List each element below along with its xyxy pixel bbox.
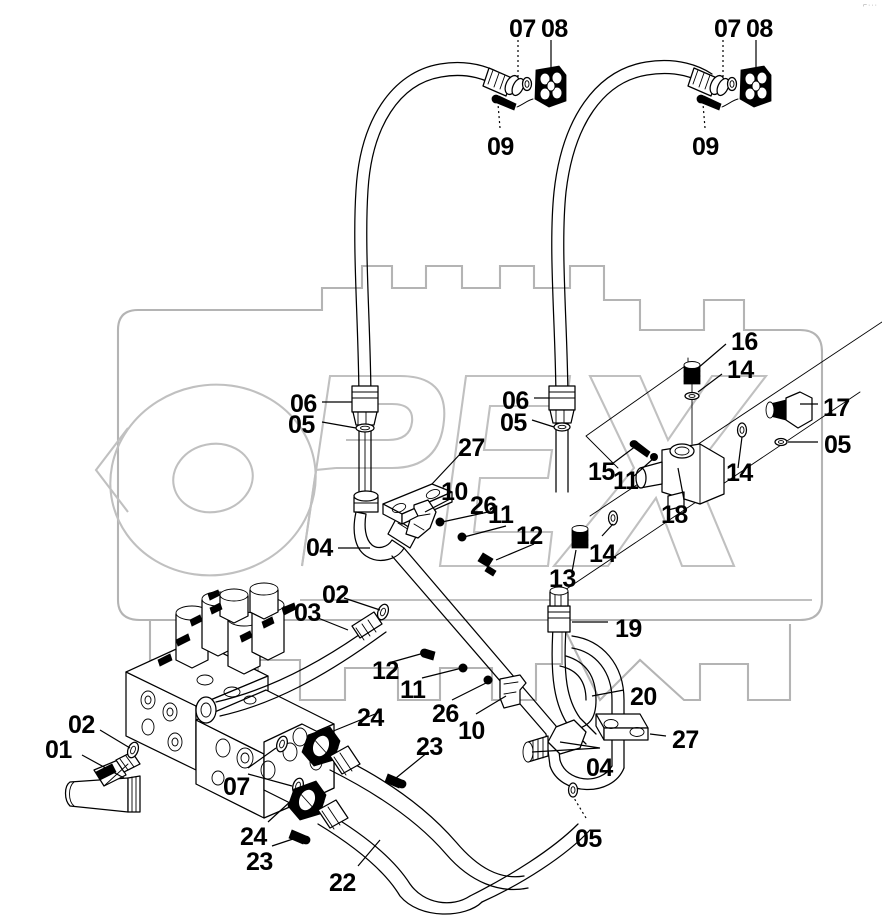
callout-22: 22 (329, 869, 356, 897)
callout-04-b: 04 (586, 754, 613, 782)
callout-04-a: 04 (306, 534, 333, 562)
valve-port-detail (140, 674, 323, 786)
callout-27-a: 27 (458, 434, 485, 462)
callout-17: 17 (823, 394, 850, 422)
suction-pipe-03 (391, 547, 625, 791)
callout-23-a: 23 (416, 733, 443, 761)
callout-24-b: 24 (240, 823, 267, 851)
callout-07-c: 07 (223, 773, 250, 801)
hose-22-upper (329, 745, 529, 891)
clamp-group-lower (420, 648, 527, 709)
elbow-fitting-04-lower (522, 719, 587, 763)
callout-14-a: 14 (727, 356, 754, 384)
callout-10-a: 10 (441, 478, 468, 506)
callout-02-b: 02 (322, 581, 349, 609)
mounting-plate-27-lower (595, 713, 649, 741)
callout-19: 19 (615, 615, 642, 643)
callout-10-b: 10 (458, 717, 485, 745)
callout-05-d: 05 (575, 825, 602, 853)
suction-tube-01 (64, 751, 141, 813)
corner-artifact-mark: ⌐··· (862, 2, 878, 9)
callout-12-a: 12 (516, 522, 543, 550)
callout-26-a: 26 (470, 492, 497, 520)
hose-right-main (551, 59, 713, 493)
valve-adjust-screws (157, 589, 297, 667)
callout-06-b: 06 (502, 387, 529, 415)
callout-07-a: 07 (509, 15, 536, 43)
callout-09-b: 09 (692, 133, 719, 161)
clamp-bolt-23-lower (288, 829, 311, 845)
leader-lines (81, 40, 818, 867)
callout-20: 20 (630, 683, 657, 711)
hose-22-lower (317, 799, 591, 915)
callout-08-b: 08 (746, 15, 773, 43)
flange-bolt-09-left (491, 94, 534, 111)
callout-11-c: 11 (613, 467, 639, 495)
flange-bolt-09-right (696, 94, 739, 111)
manifold-exploded-group (555, 321, 882, 597)
callout-18: 18 (661, 501, 688, 529)
hose-clamp-24-lower (287, 780, 327, 821)
bolt-12-lower (420, 648, 436, 661)
callout-14-c: 14 (589, 540, 616, 568)
hose-19 (547, 586, 597, 745)
callout-14-b: 14 (726, 459, 753, 487)
callout-15: 15 (588, 458, 615, 486)
hose-20 (559, 655, 597, 731)
hose-fitting-right-06 (548, 385, 576, 432)
callout-02-a: 02 (68, 711, 95, 739)
callout-01: 01 (45, 736, 72, 764)
callout-23-b: 23 (246, 848, 273, 876)
callout-05-a: 05 (288, 411, 315, 439)
clamp-bolt-23-upper (384, 773, 407, 789)
elbow-adapter-17 (765, 391, 813, 429)
callout-11-b: 11 (400, 676, 426, 704)
callout-09-a: 09 (487, 133, 514, 161)
control-valve-bank (125, 582, 335, 819)
valve-spool-stack (175, 582, 285, 675)
pipe-03 (215, 611, 387, 717)
callout-16: 16 (731, 328, 758, 356)
hose-left-main (354, 61, 506, 493)
callout-05-c: 05 (824, 431, 851, 459)
callout-26-b: 26 (432, 700, 459, 728)
plug-screw-15 (629, 440, 651, 458)
manifold-block-18 (635, 443, 725, 511)
hose-fitting-left-06 (351, 385, 379, 433)
callout-07-b: 07 (714, 15, 741, 43)
callout-12-b: 12 (372, 657, 399, 685)
callout-03: 03 (294, 599, 321, 627)
callout-11-a: 11 (488, 501, 514, 529)
flange-assembly-left (482, 65, 567, 111)
callout-13: 13 (549, 565, 576, 593)
callout-08-a: 08 (541, 15, 568, 43)
connector-16 (683, 361, 701, 385)
bolt-12-upper (477, 552, 497, 577)
flange-assembly-right (687, 65, 772, 111)
adapter-fitting-13 (571, 525, 589, 549)
callout-24-a: 24 (357, 704, 384, 732)
callout-27-b: 27 (672, 726, 699, 754)
callout-06-a: 06 (290, 390, 317, 418)
callout-05-b: 05 (500, 409, 527, 437)
clamp-group-upper (405, 499, 497, 577)
